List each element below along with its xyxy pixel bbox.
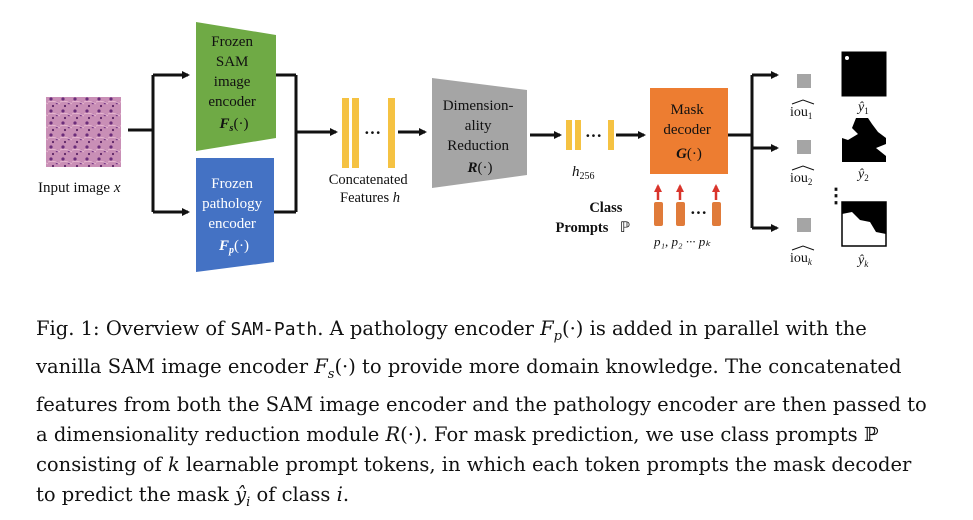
architecture-diagram: Input image x Frozen SAM image encoder F… bbox=[38, 22, 887, 272]
iou-box-2 bbox=[797, 140, 811, 154]
features-label: Concatenated Features h bbox=[329, 172, 412, 206]
figure-caption: Fig. 1: Overview of SAM-Path. A patholog… bbox=[36, 317, 927, 510]
pathology-encoder-label: Frozen pathology encoder Fp(·) bbox=[202, 176, 266, 256]
h256-features bbox=[566, 120, 614, 150]
mask-output-k bbox=[841, 201, 887, 247]
yhat-label-2: ŷ2 bbox=[856, 167, 869, 183]
outputs-vdots: ⋮ bbox=[826, 185, 846, 207]
prompt-tokens-label: p₁, p₂ ··· pₖ bbox=[653, 234, 711, 249]
yhat-label-k: ŷk bbox=[856, 253, 869, 269]
yhat-label-1: ŷ1 bbox=[856, 100, 869, 116]
iou-hats bbox=[791, 99, 815, 251]
h256-label: h256 bbox=[572, 164, 595, 182]
features-ellipsis: ··· bbox=[364, 123, 381, 142]
iou-box-k bbox=[797, 218, 811, 232]
mask-decoder-label: Mask decoder G(·) bbox=[663, 102, 714, 162]
merge-arrows bbox=[274, 73, 338, 214]
h256-ellipsis: ··· bbox=[585, 126, 602, 145]
class-prompts-label: Class Prompts ℙ bbox=[555, 200, 630, 236]
sam-encoder-block bbox=[196, 22, 276, 151]
dim-reduction-label: Dimension- ality Reduction R(·) bbox=[443, 98, 518, 176]
mask-decoder-block bbox=[650, 88, 728, 174]
iou-label-2: iou2 bbox=[790, 171, 812, 187]
input-image bbox=[46, 97, 121, 167]
dim-reduction-block bbox=[432, 78, 527, 188]
input-image-label: Input image x bbox=[38, 180, 121, 196]
iou-box-1 bbox=[797, 74, 811, 88]
pathology-encoder-block bbox=[196, 158, 274, 272]
concatenated-features bbox=[342, 98, 395, 168]
mask-output-2 bbox=[842, 118, 886, 162]
prompt-arrows bbox=[654, 184, 720, 200]
prompt-tokens bbox=[654, 202, 721, 226]
iou-label-1: iou1 bbox=[790, 105, 812, 121]
output-arrows bbox=[728, 71, 779, 232]
sam-encoder-label: Frozen SAM image encoder Fs(·) bbox=[208, 34, 259, 134]
iou-label-k: iouk bbox=[790, 251, 813, 267]
input-split-arrows bbox=[128, 71, 190, 216]
mask-output-1 bbox=[841, 51, 887, 97]
prompt-ellipsis: ··· bbox=[690, 203, 707, 222]
